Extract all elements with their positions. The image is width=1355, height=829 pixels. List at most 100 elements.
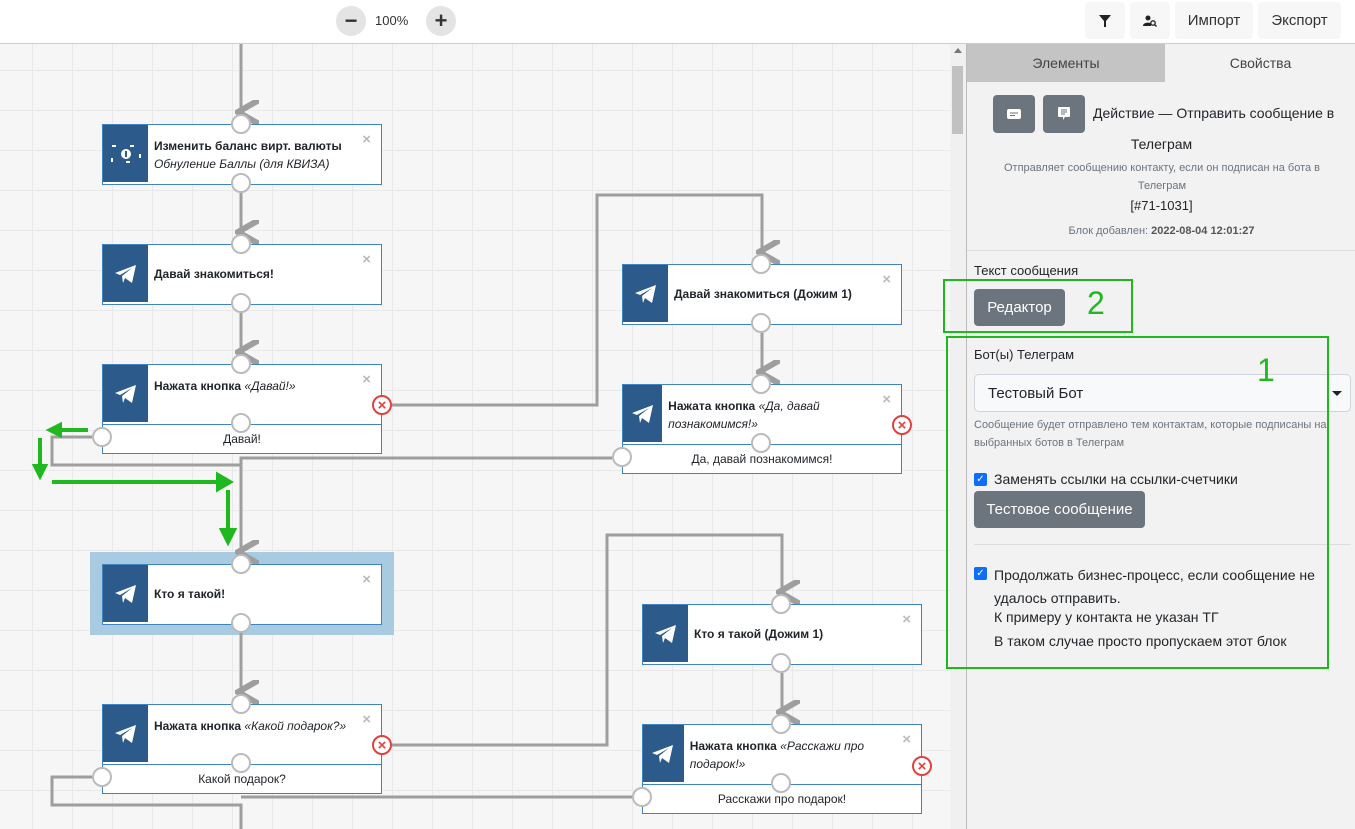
error-port-icon[interactable]: × xyxy=(912,756,932,776)
close-icon[interactable]: × xyxy=(362,371,371,388)
connection-port[interactable] xyxy=(751,254,771,274)
connections xyxy=(31,44,950,829)
filter-button[interactable] xyxy=(1085,2,1125,39)
replace-links-checkbox[interactable]: ✓ xyxy=(974,473,987,486)
node-text: Кто я такой! xyxy=(148,565,245,624)
continue-label: Продолжать бизнес-процесс, если сообщени… xyxy=(994,567,1315,606)
properties-panel: Элементы Свойства Действие — Отправить с… xyxy=(966,44,1355,829)
flow-node[interactable]: Нажата кнопка «Да, давай познакомимся!» ×… xyxy=(622,384,902,474)
telegram-icon xyxy=(103,365,148,422)
import-button[interactable]: Импорт xyxy=(1175,2,1253,39)
connection-port[interactable] xyxy=(632,787,652,807)
close-icon[interactable]: × xyxy=(882,391,891,408)
flow-node[interactable]: Нажата кнопка «Какой подарок?»×Какой под… xyxy=(102,704,382,794)
zoom-in-button[interactable]: + xyxy=(426,6,456,36)
telegram-icon xyxy=(623,385,663,442)
node-text: Нажата кнопка «Какой подарок?» xyxy=(148,705,366,764)
flow-node[interactable]: Нажата кнопка «Расскажи про подарок!»×Ра… xyxy=(642,724,922,814)
block-title: Действие — Отправить сообщение в xyxy=(1093,105,1335,121)
connection-port[interactable] xyxy=(92,427,112,447)
telegram-icon xyxy=(103,245,148,302)
connection-port[interactable] xyxy=(231,234,251,254)
zoom-out-button[interactable]: − xyxy=(336,6,366,36)
node-quote: «Да, давай познакомимся!» xyxy=(668,399,820,431)
node-quote: «Давай!» xyxy=(244,379,296,393)
node-title: Нажата кнопка xyxy=(668,399,759,413)
close-icon[interactable]: × xyxy=(362,131,371,148)
node-text: Кто я такой (Дожим 1) xyxy=(688,605,843,664)
continue-checkbox[interactable]: ✓ xyxy=(974,567,987,580)
connection-port[interactable] xyxy=(751,313,771,333)
connection-port[interactable] xyxy=(231,413,251,433)
connection-port[interactable] xyxy=(771,773,791,793)
connection-port[interactable] xyxy=(771,714,791,734)
tab-elements[interactable]: Элементы xyxy=(967,44,1165,82)
comment-button[interactable] xyxy=(1043,95,1085,133)
wire xyxy=(241,456,612,552)
node-subtitle: Обнуление Баллы (для КВИЗА) xyxy=(154,157,330,171)
connection-port[interactable] xyxy=(771,594,791,614)
test-message-button[interactable]: Тестовое сообщение xyxy=(974,491,1145,528)
connection-port[interactable] xyxy=(231,173,251,193)
connection-port[interactable] xyxy=(231,354,251,374)
close-icon[interactable]: × xyxy=(902,731,911,748)
node-title: Кто я такой (Дожим 1) xyxy=(694,627,824,641)
added-value: 2022-08-04 12:01:27 xyxy=(1151,225,1255,237)
money-icon xyxy=(103,125,148,182)
annotation-label-1: 1 xyxy=(1257,352,1275,388)
note-2: В таком случае просто пропускаем этот бл… xyxy=(994,633,1287,649)
connection-port[interactable] xyxy=(231,694,251,714)
error-port-icon[interactable]: × xyxy=(892,415,912,435)
wire xyxy=(392,533,782,747)
close-icon[interactable]: × xyxy=(362,251,371,268)
block-id: [#71-1031] xyxy=(1130,198,1193,213)
connection-port[interactable] xyxy=(612,447,632,467)
telegram-icon xyxy=(103,565,148,622)
top-toolbar: − 100% + Импорт Экспорт xyxy=(0,0,1355,44)
caret-down-icon xyxy=(1332,391,1342,396)
export-button[interactable]: Экспорт xyxy=(1258,2,1341,39)
close-icon[interactable]: × xyxy=(882,271,891,288)
connection-port[interactable] xyxy=(92,767,112,787)
telegram-icon xyxy=(103,705,148,762)
message-button[interactable] xyxy=(993,95,1035,133)
annotation-box-2 xyxy=(943,279,1133,333)
connection-port[interactable] xyxy=(231,114,251,134)
error-port-icon[interactable]: × xyxy=(372,395,392,415)
connection-port[interactable] xyxy=(231,613,251,633)
bots-hint: Сообщение будет отправлено тем контактам… xyxy=(974,419,1327,449)
block-added: Блок добавлен: 2022-08-04 12:01:27 xyxy=(967,222,1355,240)
comment-icon xyxy=(1058,107,1070,120)
node-title: Нажата кнопка xyxy=(689,739,781,753)
connection-port[interactable] xyxy=(231,554,251,574)
added-label: Блок добавлен: xyxy=(1068,225,1152,237)
connection-port[interactable] xyxy=(751,433,771,453)
connection-port[interactable] xyxy=(231,293,251,313)
close-icon[interactable]: × xyxy=(902,611,911,628)
editor-button[interactable]: Редактор xyxy=(974,289,1065,326)
node-title: Нажата кнопка xyxy=(154,719,245,733)
zoom-level: 100% xyxy=(375,13,409,28)
connection-port[interactable] xyxy=(771,653,791,673)
message-icon xyxy=(1007,109,1021,119)
block-title-cont: Телеграм xyxy=(1130,136,1193,152)
annotation-box-1 xyxy=(946,336,1329,669)
node-title: Давай знакомиться (Дожим 1) xyxy=(674,287,852,301)
bot-select[interactable]: Тестовый Бот xyxy=(974,374,1351,412)
flow-node[interactable]: Нажата кнопка «Давай!»×Давай! xyxy=(102,364,382,454)
block-description: Отправляет сообщению контакту, если он п… xyxy=(1003,162,1321,192)
close-icon[interactable]: × xyxy=(362,571,371,588)
close-icon[interactable]: × xyxy=(362,711,371,728)
scroll-up-icon[interactable] xyxy=(954,48,962,53)
tab-properties[interactable]: Свойства xyxy=(1229,55,1292,71)
connection-port[interactable] xyxy=(751,374,771,394)
connection-port[interactable] xyxy=(231,753,251,773)
scrollbar-thumb[interactable] xyxy=(952,66,963,134)
telegram-icon xyxy=(643,725,684,782)
user-search-button[interactable] xyxy=(1130,2,1170,39)
error-port-icon[interactable]: × xyxy=(372,735,392,755)
canvas-scrollbar[interactable] xyxy=(950,44,966,829)
replace-links-label: Заменять ссылки на ссылки-счетчики xyxy=(994,471,1238,487)
node-text: Нажата кнопка «Давай!» xyxy=(148,365,316,424)
